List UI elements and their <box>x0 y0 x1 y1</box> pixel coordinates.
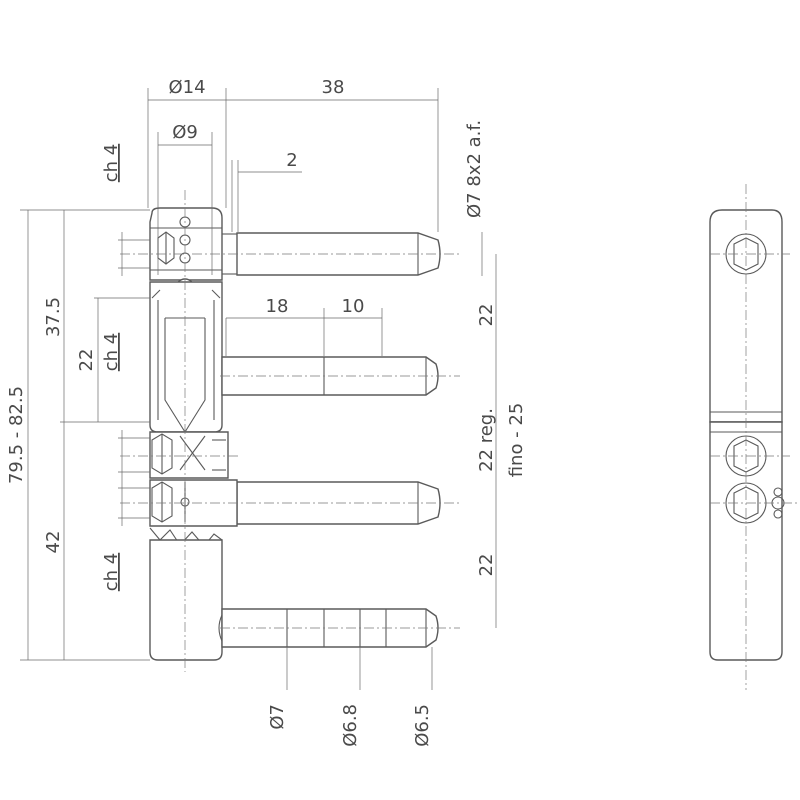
label-gap-2: 2 <box>286 150 297 171</box>
label-reg-22: 22 reg. <box>476 408 497 472</box>
label-len-22-left: 22 <box>76 349 97 372</box>
top-collar <box>149 207 223 281</box>
label-len-38: 38 <box>322 77 345 98</box>
label-pin-dia-6-8: Ø6.8 <box>340 704 361 747</box>
label-hex-top: ch 4 <box>101 144 122 182</box>
label-pitch-22-top: 22 <box>476 304 497 327</box>
label-len-10: 10 <box>342 296 365 317</box>
front-center-lines <box>120 190 460 672</box>
label-hex-bottom: ch 4 <box>101 553 122 591</box>
label-dia-9: Ø9 <box>172 122 198 143</box>
label-hex-mid: ch 4 <box>101 333 122 371</box>
label-len-18: 18 <box>266 296 289 317</box>
label-pin-dia-6-5: Ø6.5 <box>412 704 433 747</box>
hinge-front-view <box>149 207 441 661</box>
label-pitch-22-bottom: 22 <box>476 554 497 577</box>
label-reg-range: fino - 25 <box>506 403 527 478</box>
dimension-lines <box>20 88 497 690</box>
dimension-labels: Ø14 38 Ø9 2 18 10 Ø7 8x2 a.f. 22 22 reg.… <box>6 77 527 747</box>
label-len-37-5: 37.5 <box>43 297 64 337</box>
label-dia-14: Ø14 <box>168 77 205 98</box>
label-pin-dia-7: Ø7 <box>267 704 288 730</box>
label-total-length: 79.5 - 82.5 <box>6 386 27 484</box>
label-len-42: 42 <box>43 531 64 554</box>
middle-body <box>149 281 223 433</box>
label-thread-dia: Ø7 8x2 a.f. <box>464 120 485 218</box>
lower-body <box>149 539 223 661</box>
middle-hex-block <box>149 431 229 479</box>
hinge-side-view <box>709 184 800 690</box>
